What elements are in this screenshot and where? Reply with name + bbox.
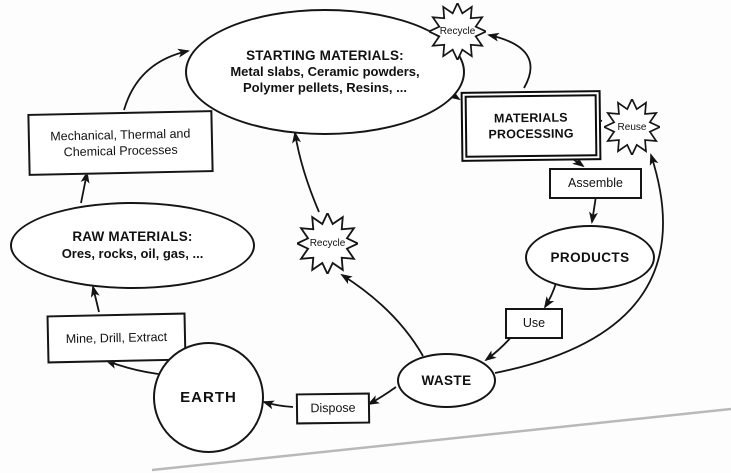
starting-materials-body: Metal slabs, Ceramic powders, Polymer pe…	[230, 64, 420, 96]
arrow-processing-to-recycle-top	[487, 32, 532, 89]
node-starting-materials: STARTING MATERIALS: Metal slabs, Ceramic…	[185, 9, 465, 135]
arrow-waste-to-dispose	[367, 386, 397, 405]
arrow-dispose-to-earth	[262, 400, 294, 410]
raw-materials-title: RAW MATERIALS:	[72, 229, 193, 245]
starting-materials-title: STARTING MATERIALS:	[246, 48, 404, 64]
node-assemble: Assemble	[549, 168, 642, 199]
processes-label: Mechanical, Thermal and Chemical Process…	[50, 126, 191, 160]
starburst-icon	[297, 213, 358, 274]
arrow-waste-to-reuse	[494, 153, 664, 374]
node-earth: EARTH	[153, 342, 264, 453]
arrow-assemble-to-products	[589, 195, 598, 224]
node-dispose: Dispose	[295, 392, 371, 425]
materials-processing-label: MATERIALS PROCESSING	[488, 110, 574, 142]
node-recycle-center: Recycle	[297, 213, 358, 274]
starburst-icon	[604, 99, 660, 155]
earth-label: EARTH	[180, 389, 237, 406]
arrow-mine-to-raw-materials	[90, 285, 100, 313]
node-reuse: Reuse	[604, 99, 660, 155]
recycle-top-label: Recycle	[439, 26, 476, 37]
node-waste: WASTE	[397, 353, 496, 408]
node-raw-materials: RAW MATERIALS: Ores, rocks, oil, gas, ..…	[10, 202, 255, 289]
waste-label: WASTE	[421, 373, 472, 388]
mine-drill-extract-label: Mine, Drill, Extract	[65, 329, 168, 346]
node-processes: Mechanical, Thermal and Chemical Process…	[27, 110, 214, 176]
node-mine-drill-extract: Mine, Drill, Extract	[46, 312, 187, 364]
arrow-processes-to-starting-materials	[123, 48, 190, 111]
arrow-products-to-use	[543, 282, 557, 309]
dispose-label: Dispose	[310, 401, 356, 416]
arrow-recycle-center-to-starting-materials	[292, 131, 320, 213]
products-label: PRODUCTS	[550, 250, 630, 265]
recycle-center-label: Recycle	[309, 238, 346, 249]
reuse-label: Reuse	[617, 121, 647, 133]
node-materials-processing: MATERIALS PROCESSING	[460, 90, 602, 162]
node-products: PRODUCTS	[525, 225, 655, 290]
page-edge-diagonal	[151, 407, 731, 472]
node-recycle-top: Recycle	[429, 3, 486, 60]
arrow-raw-materials-to-processes	[80, 171, 90, 204]
node-use: Use	[505, 308, 563, 339]
arrow-waste-to-recycle-center	[340, 273, 424, 357]
assemble-label: Assemble	[568, 176, 623, 191]
starburst-icon	[429, 3, 486, 60]
use-label: Use	[522, 316, 546, 331]
raw-materials-body: Ores, rocks, oil, gas, ...	[61, 245, 204, 261]
